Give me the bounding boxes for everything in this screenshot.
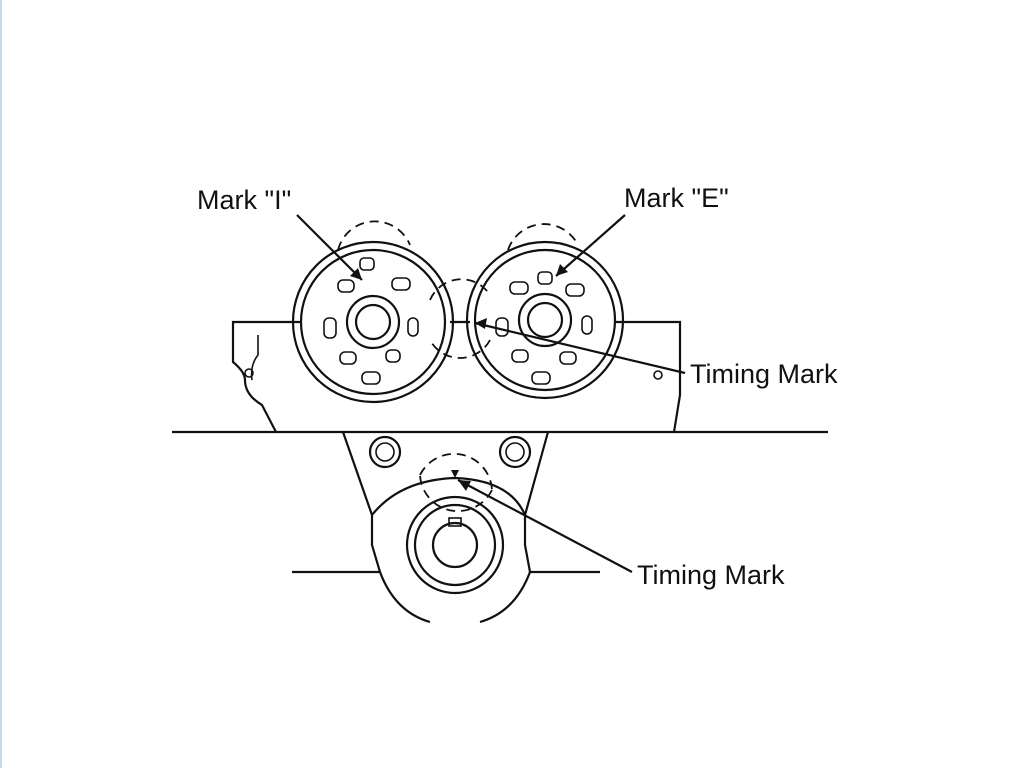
engine-block bbox=[292, 431, 600, 624]
crank-timing-mark-label: Timing Mark bbox=[637, 560, 785, 590]
cylinder-head bbox=[172, 320, 828, 434]
intake-cam-sprocket bbox=[291, 220, 455, 404]
mark-i-label: Mark "I" bbox=[197, 185, 291, 215]
leader-lines bbox=[296, 214, 686, 573]
cam-timing-mark-label: Timing Mark bbox=[690, 359, 838, 389]
crankshaft-sprocket bbox=[405, 453, 505, 595]
exhaust-cam-sprocket bbox=[465, 223, 625, 400]
left-edge bbox=[0, 0, 2, 768]
crank-timing-mark bbox=[451, 470, 459, 478]
mark-e-label: Mark "E" bbox=[624, 183, 729, 213]
